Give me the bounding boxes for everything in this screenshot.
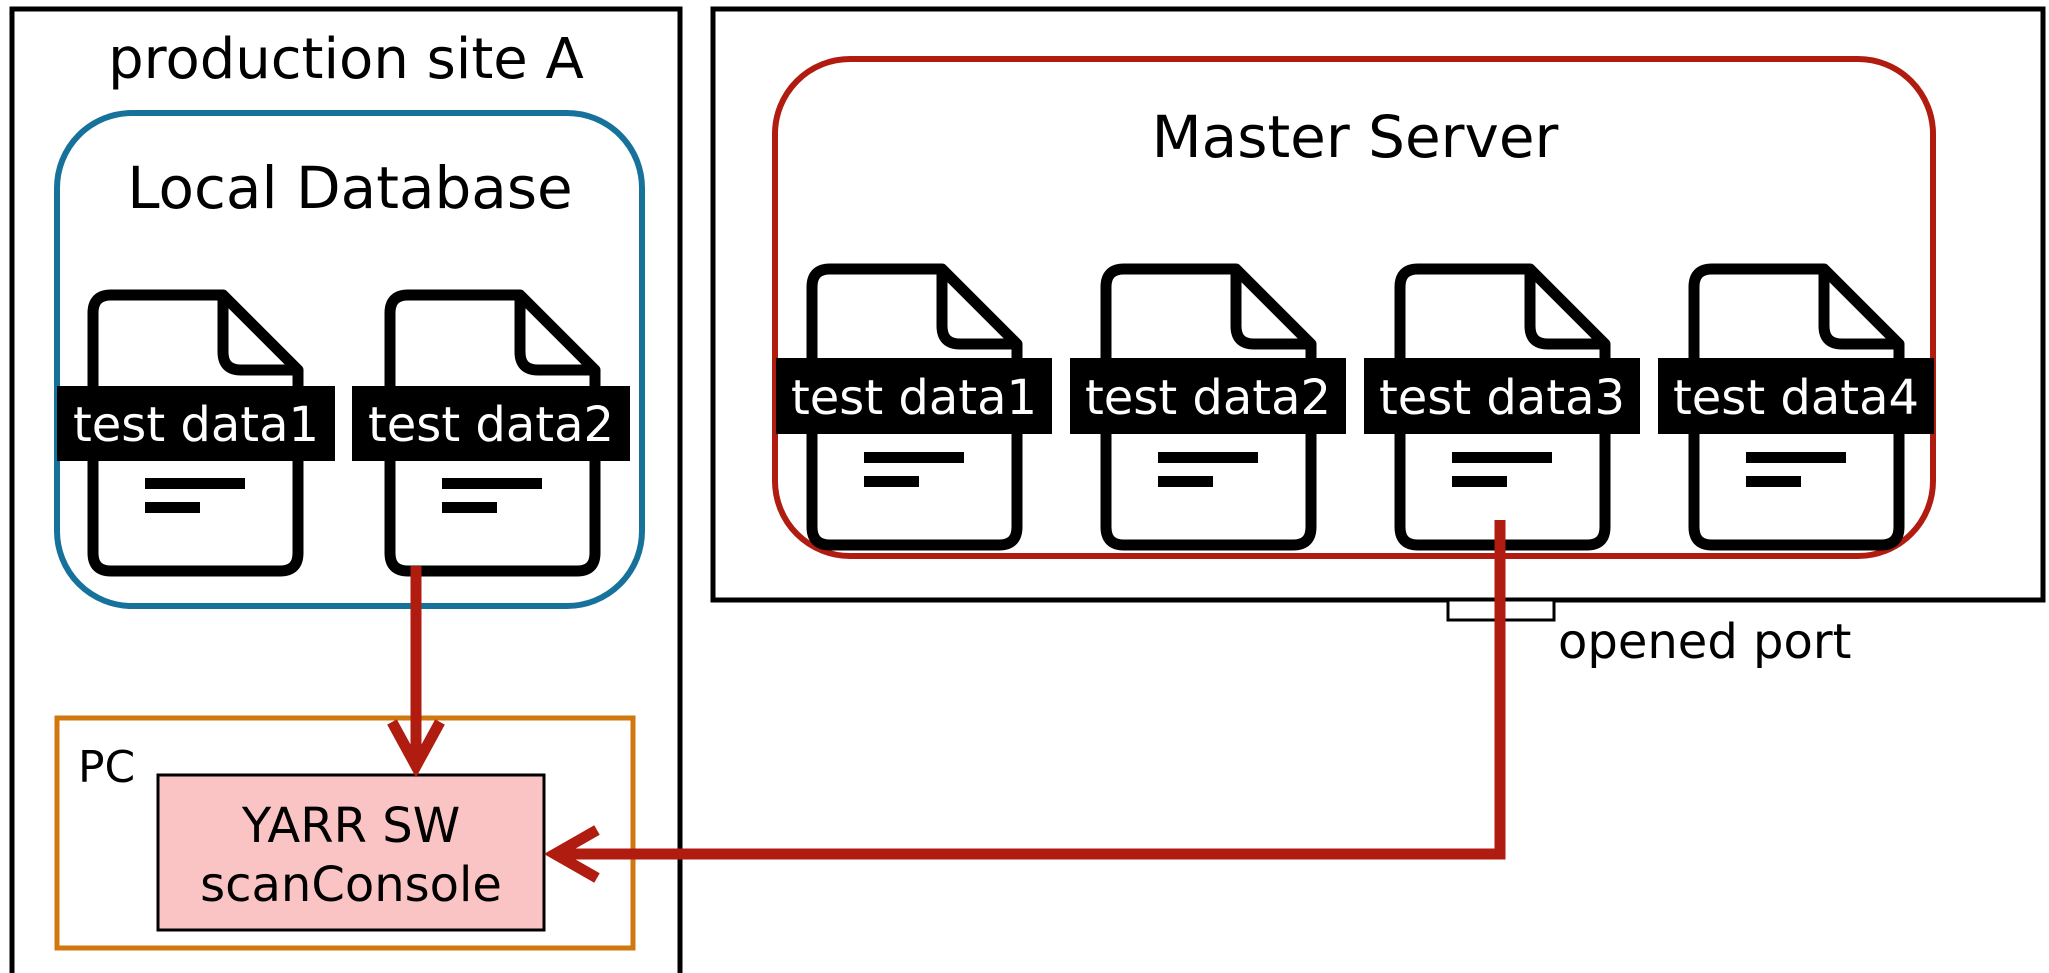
- local-file-1: test data1: [57, 295, 335, 571]
- master-file-label: test data3: [1379, 370, 1625, 426]
- local-database-box: [54, 110, 645, 609]
- local-file-label: test data2: [368, 397, 614, 453]
- master-server-box: [772, 56, 1936, 559]
- master-file-1: test data1: [776, 269, 1052, 545]
- local-to-pc-arrow: [387, 566, 445, 778]
- yarr-software-name: YARR SW: [241, 798, 460, 854]
- master-server-title: Master Server: [1152, 103, 1559, 171]
- yarr-software-box: [156, 773, 546, 932]
- production-site-frame: [9, 6, 683, 973]
- master-host-frame: [710, 6, 2046, 603]
- local-file-label: test data1: [73, 397, 319, 453]
- pc-label: PC: [78, 742, 135, 793]
- master-file-4: test data4: [1658, 269, 1934, 545]
- master-file-3: test data3: [1364, 269, 1640, 545]
- master-file-label: test data4: [1673, 370, 1919, 426]
- master-file-label: test data2: [1085, 370, 1331, 426]
- pc-box: [54, 715, 636, 951]
- local-file-2: test data2: [352, 295, 630, 571]
- master-file-2: test data2: [1070, 269, 1346, 545]
- master-file-label: test data1: [791, 370, 1037, 426]
- production-site-title: production site A: [108, 27, 584, 92]
- opened-port-label: opened port: [1558, 614, 1851, 670]
- local-database-title: Local Database: [127, 154, 573, 222]
- master-to-pc-arrow: [543, 520, 1506, 883]
- yarr-software-tool: scanConsole: [200, 857, 502, 913]
